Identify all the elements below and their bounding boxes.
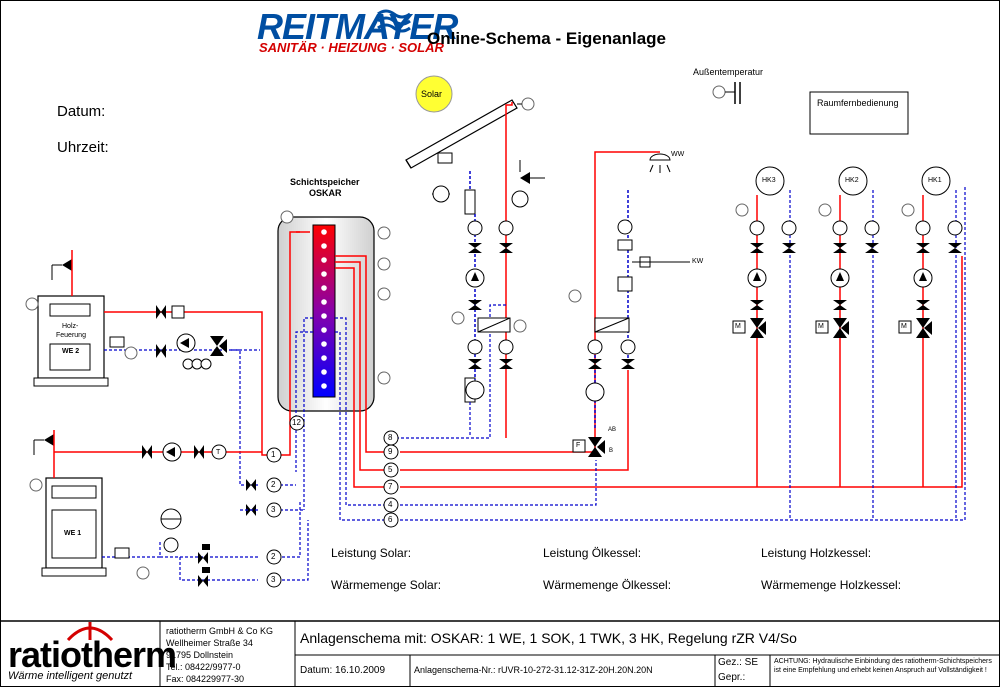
ab-label: AB (608, 427, 617, 433)
expansion-vessel-icon (160, 508, 182, 553)
scheme-number: Anlagenschema-Nr.: rUVR-10-272-31.12-31Z… (414, 665, 653, 675)
warning-note: ACHTUNG: Hydraulische Einbindung des rat… (774, 658, 992, 674)
wood-pump-row (156, 305, 227, 370)
sensor-3a: 3 (271, 505, 276, 514)
solar-collector-icon (405, 99, 518, 169)
outside-temp-label: Außentemperatur (693, 67, 764, 77)
b-label: B (609, 448, 614, 454)
oil-power-label: Leistung Ölkessel: (543, 546, 642, 560)
wood-boiler-label-1: Holz- (62, 323, 79, 330)
solar-column-right (498, 220, 514, 369)
approved-by: Gepr.: (718, 672, 746, 683)
storage-name: OSKAR (309, 188, 342, 198)
hk2-circuit (815, 166, 880, 520)
slogan: Wärme intelligent genutzt (8, 670, 133, 682)
sensor-6: 6 (388, 515, 393, 524)
brand-tagline: SANITÄR · HEIZUNG · SOLAR (259, 40, 444, 55)
hk1-motor: M (901, 323, 907, 330)
sensor-3b: 3 (271, 575, 276, 584)
sensor-9: 9 (388, 447, 393, 456)
sensor-2b: 2 (271, 552, 276, 561)
oil-safety-valve-icon (33, 430, 55, 478)
oil-boiler-id: WE 1 (64, 530, 82, 537)
solar-power-label: Leistung Solar: (331, 546, 412, 560)
solar-heat-label: Wärmemenge Solar: (331, 578, 442, 592)
company-name: ratiotherm GmbH & Co KG (166, 626, 274, 636)
hk1-circuit (898, 166, 963, 520)
scheme-date: Datum: 16.10.2009 (300, 665, 386, 676)
solar-pump-group (465, 214, 485, 400)
oil-boiler (41, 477, 107, 577)
sensor-7: 7 (388, 482, 393, 491)
wood-heat-label: Wärmemenge Holzkessel: (761, 578, 902, 592)
hk3-label[interactable]: HK3 (762, 177, 776, 184)
solar-safety-valve-icon (511, 160, 545, 208)
company-fax: Fax: 084229977-30 (166, 674, 245, 684)
company-city: 91795 Dollnstein (166, 650, 234, 660)
oil-pump-row (142, 442, 227, 462)
room-control-box (809, 91, 909, 135)
oil-temp-symbol: T (216, 449, 221, 456)
wood-boiler (33, 295, 109, 387)
sensor-5: 5 (388, 465, 393, 474)
shower-icon (649, 153, 671, 173)
sensor-12: 12 (292, 418, 301, 427)
ratiotherm-logo: ratiotherm (8, 634, 177, 675)
wood-boiler-label-2: Feuerung (56, 332, 86, 339)
brand-wave-icon (377, 9, 411, 33)
oil-heat-label: Wärmemenge Ölkessel: (543, 578, 672, 592)
company-phone: Tel.: 08422/9977-0 (166, 662, 241, 672)
hk3-motor: M (735, 323, 741, 330)
dhw-pump-group (572, 339, 636, 457)
outside-sensor-icon (712, 82, 741, 104)
brand-name: REITMAYER (257, 6, 458, 47)
sensor-4: 4 (388, 500, 393, 509)
kw-label: KW (692, 258, 704, 265)
dhw-f-symbol: F (576, 442, 581, 449)
storage-label: Schichtspeicher (290, 177, 360, 187)
sensor-8: 8 (388, 433, 393, 442)
sensor-circles (266, 415, 399, 588)
sun-label: Solar (421, 89, 443, 99)
hk1-label[interactable]: HK1 (928, 177, 942, 184)
wood-power-label: Leistung Holzkessel: (761, 546, 872, 560)
sensor-1: 1 (271, 450, 276, 459)
sensor-2a: 2 (271, 480, 276, 489)
hk2-motor: M (818, 323, 824, 330)
hk3-circuit (732, 166, 797, 520)
wood-safety-valve-icon (51, 250, 73, 296)
storage-tank (277, 216, 375, 412)
time-label: Uhrzeit: (57, 139, 109, 156)
drawn-by: Gez.: SE (718, 657, 759, 668)
hk2-label[interactable]: HK2 (845, 177, 859, 184)
room-control-label[interactable]: Raumfernbedienung (817, 98, 899, 108)
scheme-title: Anlagenschema mit: OSKAR: 1 WE, 1 SOK, 1… (300, 630, 797, 646)
ww-label: WW (671, 151, 685, 158)
sun-icon (415, 75, 453, 113)
page-title: Online-Schema - Eigenanlage (427, 29, 667, 48)
wood-boiler-id: WE 2 (62, 348, 80, 355)
company-street: Wellheimer Straße 34 (166, 638, 253, 648)
date-label: Datum: (57, 103, 106, 120)
